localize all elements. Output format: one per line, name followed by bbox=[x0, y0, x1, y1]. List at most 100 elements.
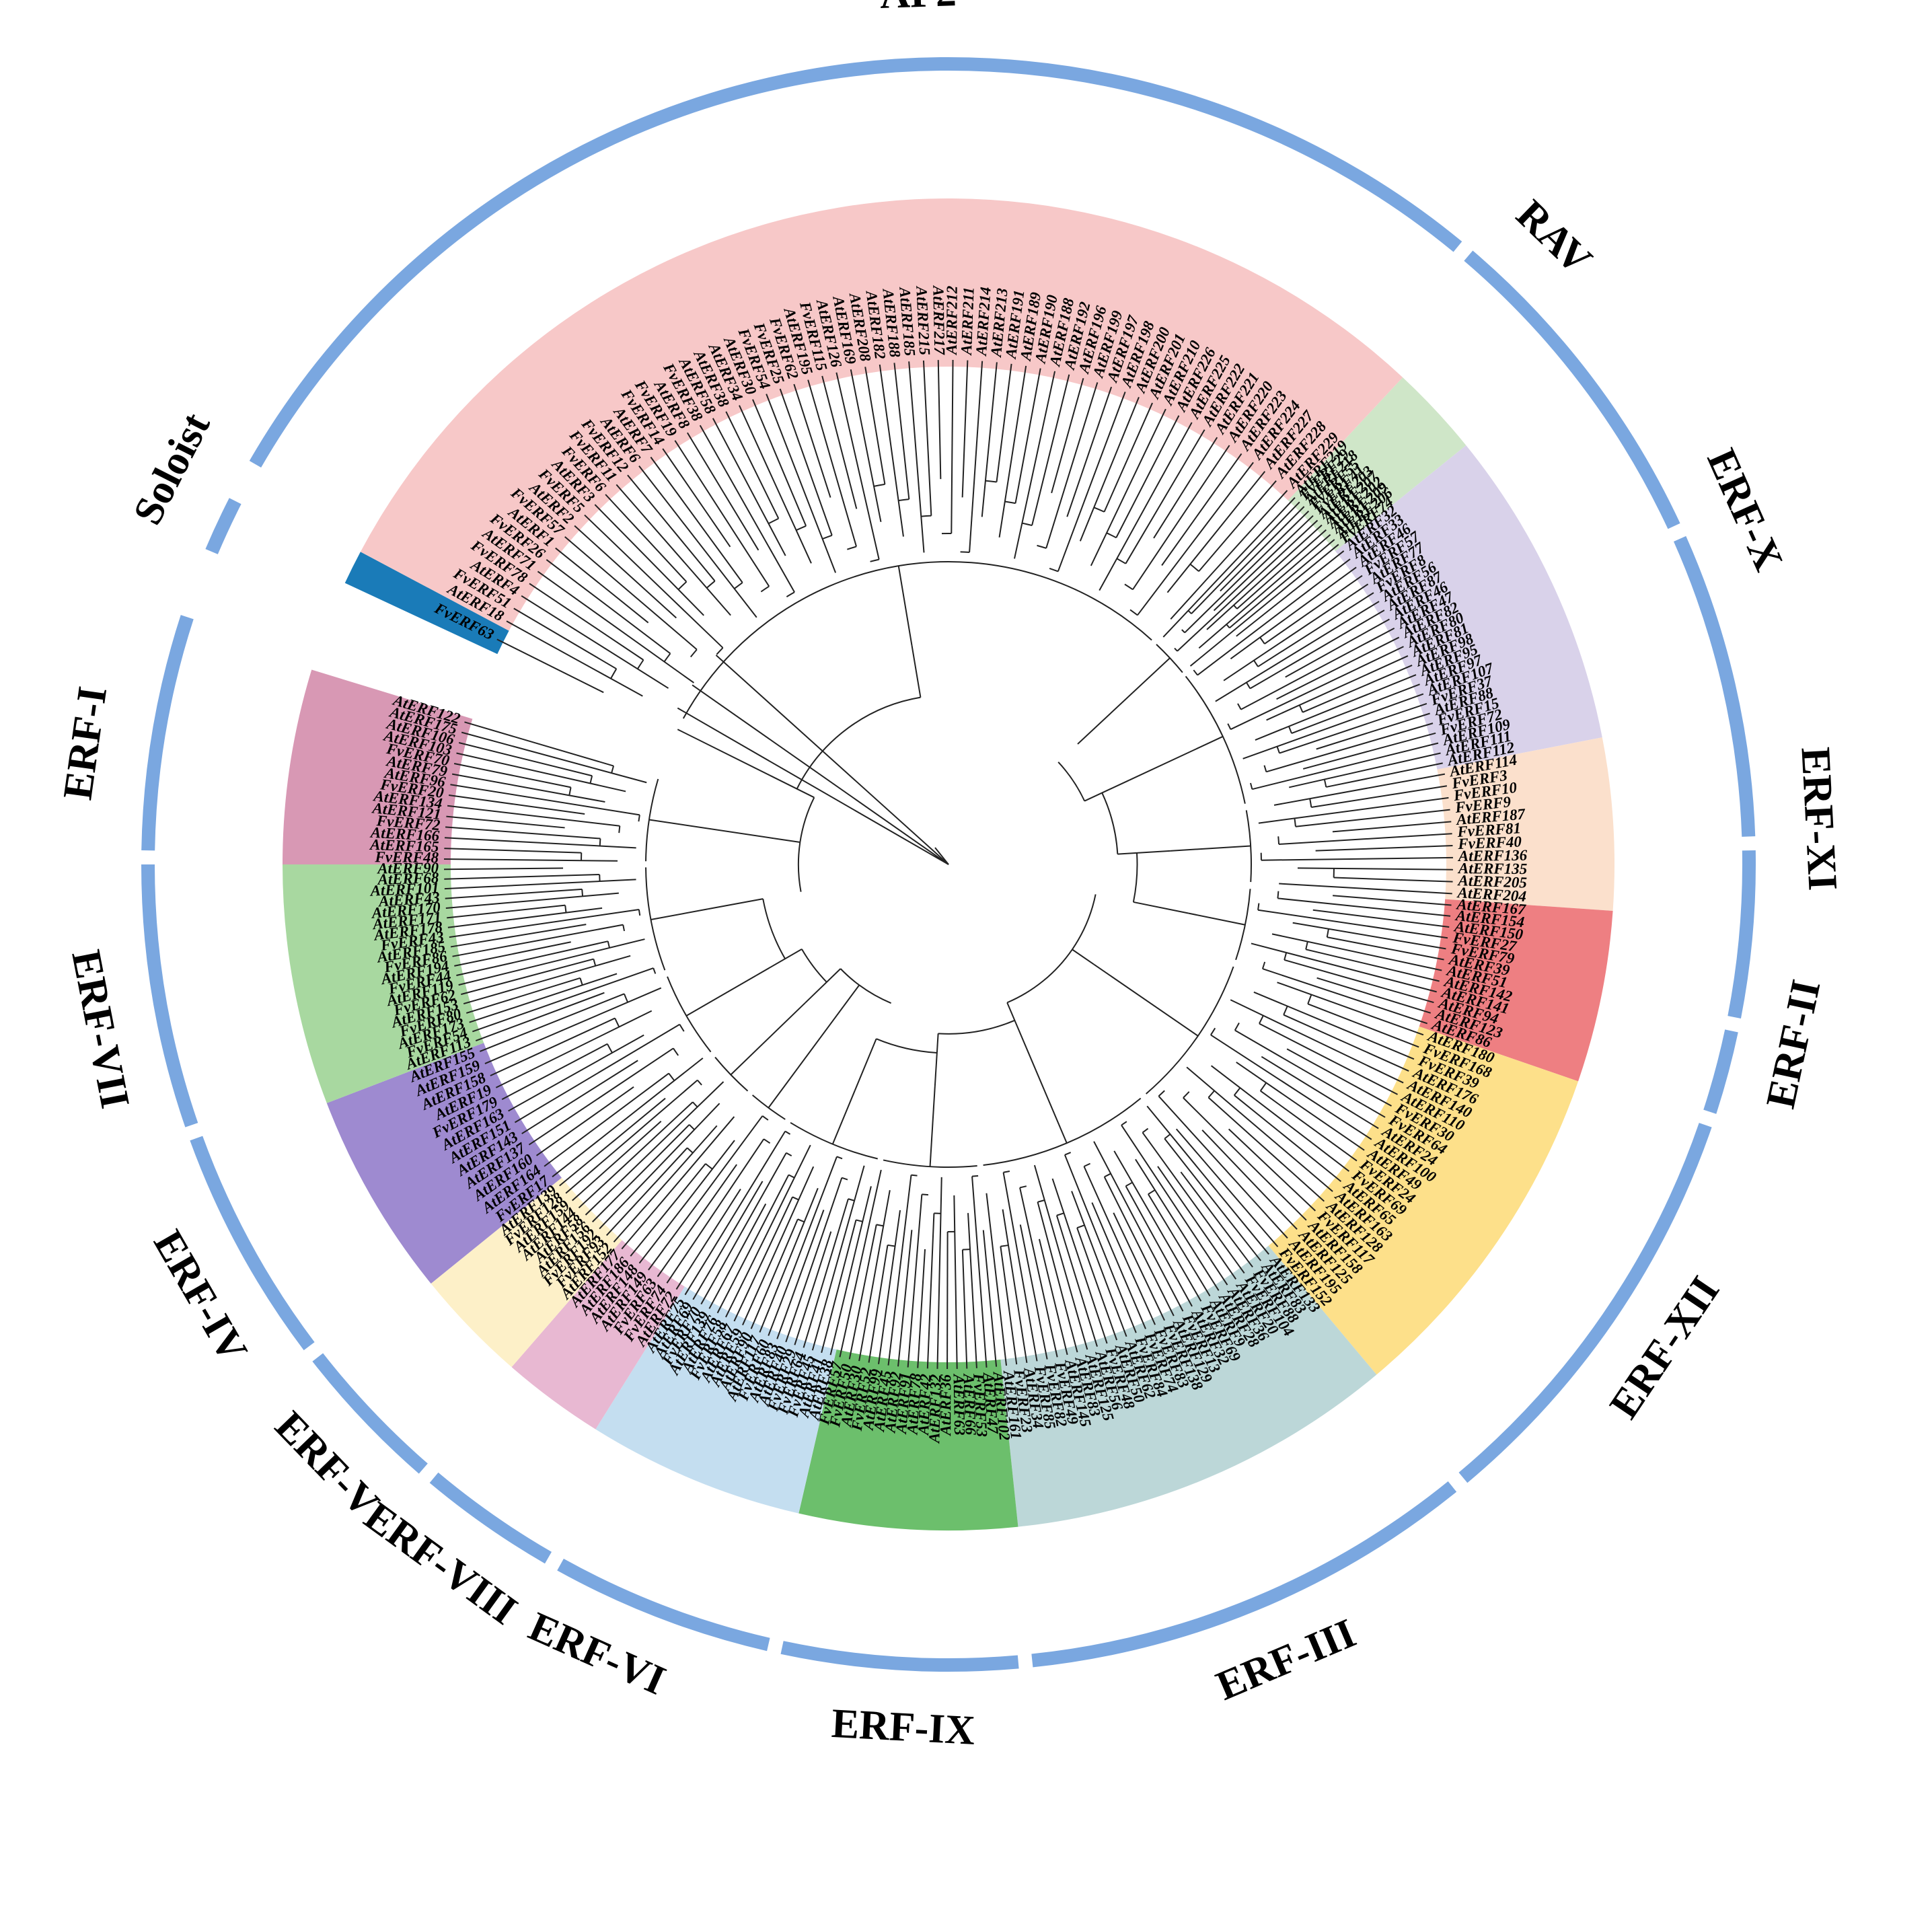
group-ring-rav bbox=[1464, 250, 1680, 529]
terminal-branch bbox=[458, 742, 593, 777]
root-radial-branch bbox=[677, 707, 949, 865]
internal-branch bbox=[1326, 928, 1329, 938]
leaf-label: AtERF135 bbox=[1457, 860, 1528, 877]
terminal-branch bbox=[1166, 471, 1266, 593]
group-ring-erf-x bbox=[1673, 535, 1756, 837]
terminal-branch bbox=[1158, 1095, 1288, 1239]
terminal-branch bbox=[464, 721, 614, 767]
internal-branch bbox=[1019, 1185, 1027, 1189]
terminal-branch bbox=[1164, 1138, 1262, 1261]
leaf-label: AtERF42 bbox=[915, 1374, 934, 1437]
terminal-branch bbox=[969, 361, 983, 553]
terminal-branch bbox=[674, 440, 770, 587]
terminal-branch bbox=[946, 1231, 949, 1370]
leaf-label: AtERF217 bbox=[930, 285, 948, 356]
terminal-branch bbox=[1273, 773, 1446, 806]
terminal-branch bbox=[1277, 981, 1424, 1036]
internal-branch bbox=[663, 653, 671, 663]
terminal-branch bbox=[768, 1156, 838, 1336]
terminal-branch bbox=[638, 1140, 735, 1264]
group-ring-erf-v bbox=[312, 1353, 428, 1474]
terminal-branch bbox=[514, 1023, 680, 1123]
group-ring-erf-vi bbox=[557, 1559, 770, 1652]
backbone-branch bbox=[1006, 949, 1073, 1004]
terminal-branch bbox=[982, 1230, 998, 1367]
internal-branch bbox=[760, 585, 770, 593]
terminal-branch bbox=[1266, 723, 1434, 773]
backbone-branch bbox=[1072, 894, 1097, 950]
group-ring-erf-ix bbox=[780, 1641, 1019, 1672]
terminal-branch bbox=[785, 1177, 843, 1343]
internal-branch bbox=[1307, 994, 1312, 1004]
terminal-branch bbox=[1305, 949, 1440, 982]
terminal-branch bbox=[1253, 991, 1415, 1060]
internal-branch bbox=[842, 1177, 848, 1181]
terminal-branch bbox=[657, 1164, 737, 1277]
terminal-branch bbox=[1259, 1023, 1399, 1095]
group-ring-erf-xi bbox=[1727, 850, 1756, 1018]
terminal-branch bbox=[480, 993, 625, 1052]
clade-stem bbox=[1129, 735, 1224, 781]
terminal-branch bbox=[779, 388, 833, 536]
internal-branch bbox=[706, 580, 716, 589]
clade-band-erf-xii bbox=[1268, 1026, 1579, 1375]
clade-band-soloist bbox=[344, 552, 509, 655]
terminal-branch bbox=[564, 536, 698, 651]
terminal-branch bbox=[574, 525, 677, 619]
terminal-branch bbox=[1236, 529, 1327, 609]
internal-branch bbox=[1124, 583, 1134, 591]
terminal-branch bbox=[1076, 1227, 1118, 1341]
terminal-branch bbox=[996, 363, 1012, 482]
terminal-branch bbox=[552, 1058, 704, 1178]
terminal-branch bbox=[1093, 1141, 1184, 1312]
terminal-branch bbox=[759, 1187, 819, 1333]
terminal-branch bbox=[1291, 683, 1420, 735]
clade-connector bbox=[790, 1121, 878, 1160]
group-label-erf-iii: ERF-III bbox=[1210, 1610, 1362, 1709]
terminal-branch bbox=[537, 570, 695, 683]
internal-branch bbox=[792, 1196, 799, 1201]
terminal-branch bbox=[1170, 490, 1288, 620]
terminal-branch bbox=[1326, 762, 1443, 788]
clade-stem bbox=[1188, 912, 1246, 926]
terminal-branch bbox=[897, 1230, 913, 1367]
internal-branch bbox=[1277, 891, 1279, 899]
terminal-branch bbox=[627, 474, 716, 582]
terminal-branch bbox=[638, 466, 757, 618]
terminal-branch bbox=[1271, 933, 1442, 971]
internal-branch bbox=[1174, 647, 1178, 652]
internal-branch bbox=[887, 1244, 895, 1247]
terminal-branch bbox=[513, 607, 617, 670]
terminal-branch bbox=[1090, 408, 1166, 566]
internal-branch bbox=[1116, 558, 1126, 564]
internal-branch bbox=[1227, 723, 1232, 730]
backbone-spoke bbox=[755, 949, 803, 976]
terminal-branch bbox=[1286, 1048, 1392, 1107]
internal-branch bbox=[985, 480, 997, 483]
clade-band-erf-vii bbox=[283, 864, 484, 1103]
internal-branch bbox=[1181, 629, 1185, 634]
clade-band-erf-iii bbox=[1000, 1245, 1377, 1527]
internal-branch bbox=[962, 1249, 971, 1251]
terminal-branch bbox=[700, 1152, 787, 1305]
terminal-branch bbox=[584, 514, 724, 649]
terminal-branch bbox=[1230, 566, 1357, 660]
terminal-branch bbox=[1079, 397, 1140, 542]
terminal-branch bbox=[591, 1124, 690, 1223]
internal-branch bbox=[653, 967, 657, 974]
internal-branch bbox=[593, 959, 597, 967]
group-label-rav: RAV bbox=[1508, 192, 1600, 284]
internal-branch bbox=[1164, 1134, 1171, 1140]
terminal-branch bbox=[1292, 922, 1446, 950]
terminal-branch bbox=[1177, 519, 1318, 652]
internal-branch bbox=[564, 905, 567, 913]
clade-stem bbox=[677, 729, 771, 776]
backbone-spoke bbox=[1006, 1002, 1027, 1049]
terminal-branch bbox=[450, 924, 587, 948]
terminal-branch bbox=[1316, 977, 1432, 1014]
terminal-branch bbox=[490, 1017, 616, 1076]
terminal-branch bbox=[447, 907, 603, 928]
terminal-branch bbox=[1083, 1166, 1156, 1325]
terminal-branch bbox=[998, 365, 1027, 538]
terminal-branch bbox=[1327, 936, 1444, 961]
